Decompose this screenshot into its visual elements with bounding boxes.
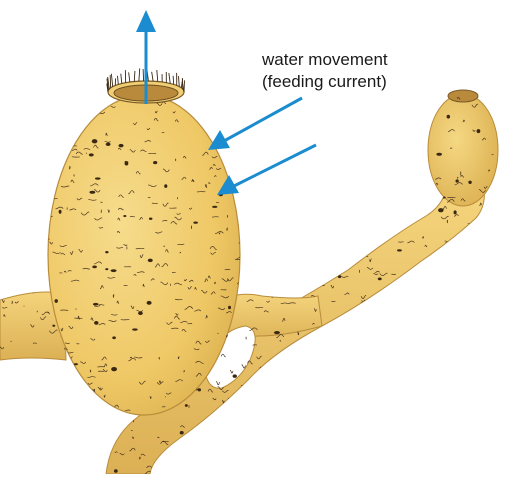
water-movement-label: water movement	[262, 50, 388, 70]
arrow-down-left-icon	[217, 145, 316, 195]
small-sponge-bud	[428, 90, 498, 206]
arrow-down-left-icon	[208, 98, 302, 150]
main-sponge-body	[48, 95, 240, 415]
feeding-current-label: (feeding current)	[262, 72, 387, 92]
small-sponge-osculum	[448, 90, 478, 102]
